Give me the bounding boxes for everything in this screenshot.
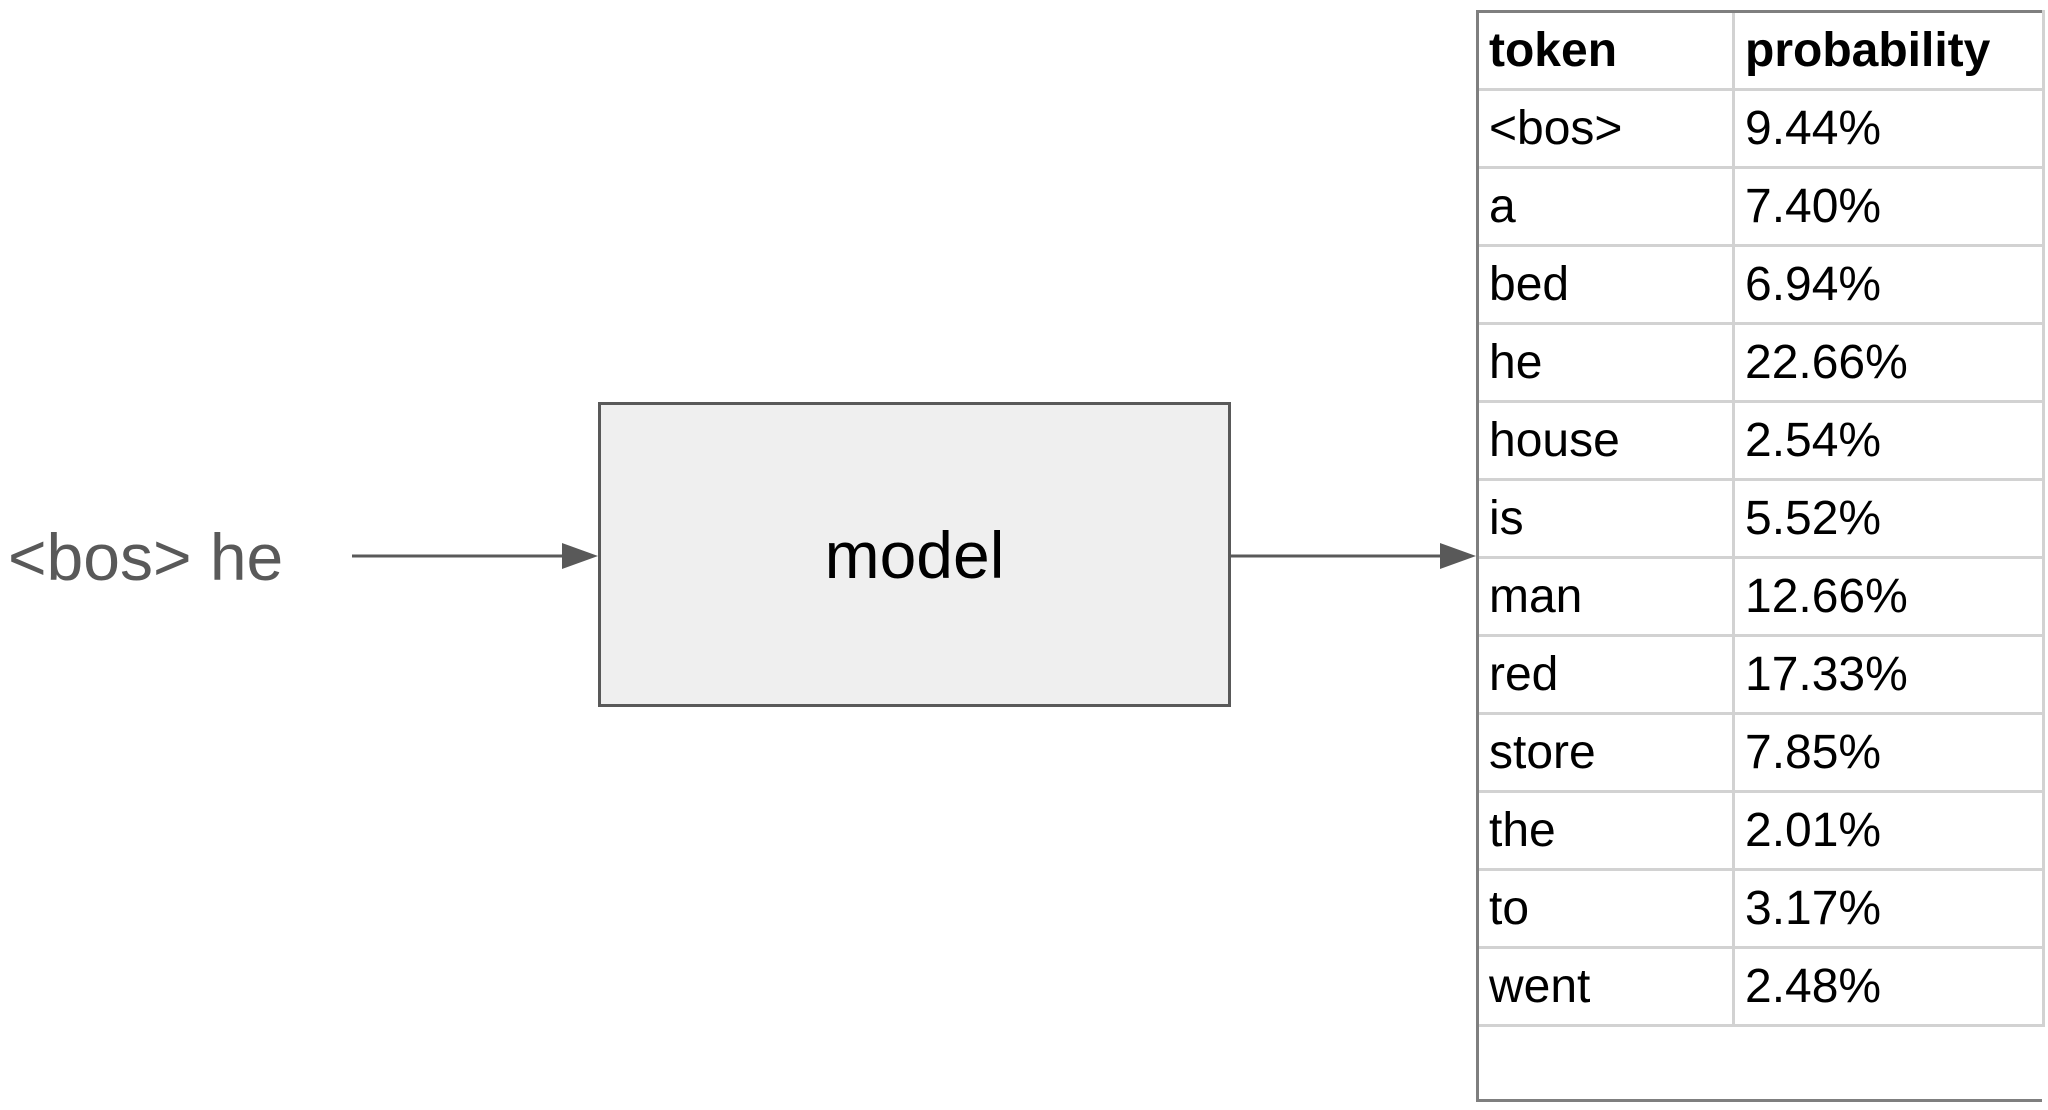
probability-cell: 7.85% (1732, 712, 2045, 793)
token-cell: bed (1476, 244, 1735, 325)
table-row: store 7.85% (1476, 712, 2045, 793)
probability-cell: 17.33% (1732, 634, 2045, 715)
probability-cell: 2.48% (1732, 946, 2045, 1027)
token-cell: the (1476, 790, 1735, 871)
token-probability-table: token probability <bos> 9.44% a 7.40% be… (1476, 10, 2045, 1027)
token-cell: store (1476, 712, 1735, 793)
probability-cell: 12.66% (1732, 556, 2045, 637)
table-row: a 7.40% (1476, 166, 2045, 247)
input-arrow (352, 543, 598, 569)
table-row: <bos> 9.44% (1476, 88, 2045, 169)
token-cell: to (1476, 868, 1735, 949)
table-row: to 3.17% (1476, 868, 2045, 949)
model-label: model (824, 517, 1005, 592)
model-box: model (598, 402, 1231, 707)
header-probability: probability (1732, 10, 2045, 91)
token-cell: a (1476, 166, 1735, 247)
input-sequence-label: <bos> he (8, 520, 284, 594)
token-cell: is (1476, 478, 1735, 559)
probability-cell: 2.54% (1732, 400, 2045, 481)
output-arrow-head (1440, 543, 1476, 569)
input-arrow-head (562, 543, 598, 569)
probability-cell: 9.44% (1732, 88, 2045, 169)
table-row: is 5.52% (1476, 478, 2045, 559)
table-row: red 17.33% (1476, 634, 2045, 715)
probability-cell: 6.94% (1732, 244, 2045, 325)
table-row: bed 6.94% (1476, 244, 2045, 325)
probability-cell: 5.52% (1732, 478, 2045, 559)
token-cell: went (1476, 946, 1735, 1027)
token-cell: he (1476, 322, 1735, 403)
probability-cell: 3.17% (1732, 868, 2045, 949)
table-header-row: token probability (1476, 10, 2045, 91)
probability-cell: 7.40% (1732, 166, 2045, 247)
table-row: he 22.66% (1476, 322, 2045, 403)
token-cell: house (1476, 400, 1735, 481)
probability-cell: 2.01% (1732, 790, 2045, 871)
token-cell: <bos> (1476, 88, 1735, 169)
header-token: token (1476, 10, 1735, 91)
table-row: house 2.54% (1476, 400, 2045, 481)
token-cell: man (1476, 556, 1735, 637)
table-row: man 12.66% (1476, 556, 2045, 637)
table-row: the 2.01% (1476, 790, 2045, 871)
token-cell: red (1476, 634, 1735, 715)
output-arrow (1231, 543, 1476, 569)
probability-cell: 22.66% (1732, 322, 2045, 403)
table-row: went 2.48% (1476, 946, 2045, 1027)
